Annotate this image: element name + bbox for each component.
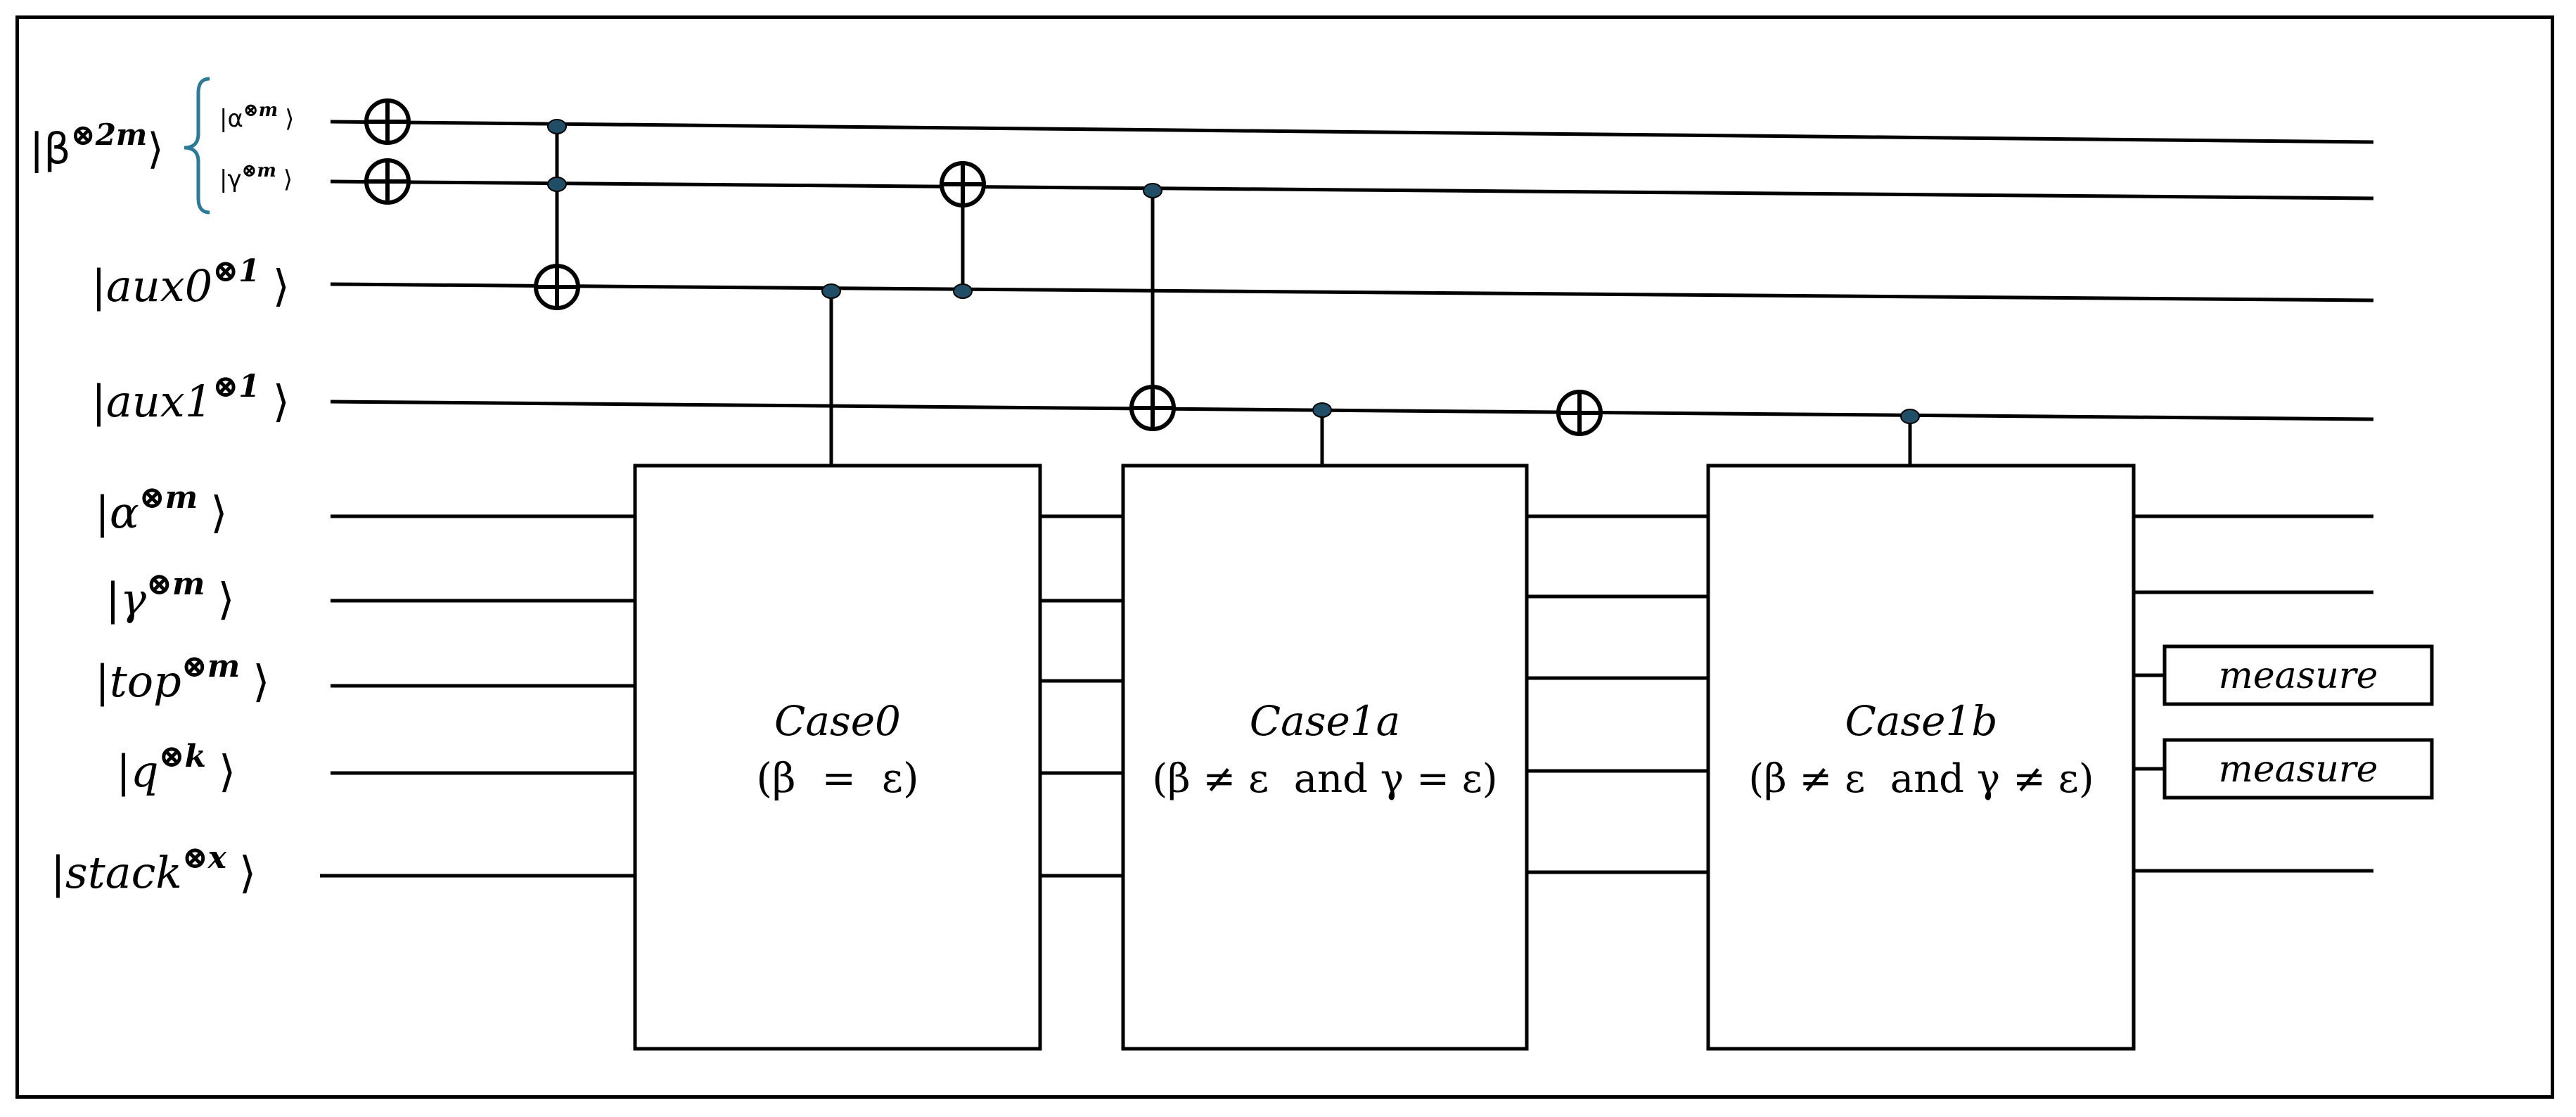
label-gamma: |γ⊗m⟩	[105, 566, 235, 625]
label-q: |q⊗k⟩	[116, 739, 236, 797]
control-dot-toffoli-gamma	[547, 177, 567, 192]
measure-box-q	[2162, 738, 2434, 800]
label-aux1: |aux1⊗1⟩	[91, 369, 290, 427]
measure-boxes	[2162, 644, 2434, 800]
measure-box-top	[2162, 644, 2434, 706]
box-case1b-condition: (β ≠ ε and γ ≠ ε)	[1748, 756, 2094, 802]
label-sub-alpha: |α⊗m⟩	[219, 100, 294, 133]
control-dot-toffoli-alpha	[547, 119, 567, 134]
measure-label-top: measure	[2219, 655, 2378, 697]
x-gate-alpha	[364, 98, 411, 145]
box-case1b	[1706, 464, 2136, 1051]
box-case0	[633, 464, 1042, 1051]
box-case1a	[1121, 464, 1529, 1051]
control-dot-gamma-to-aux1	[1143, 183, 1162, 198]
x-gate-gamma	[364, 158, 411, 205]
register-brace	[184, 77, 210, 215]
label-beta-register: |β⊗2m⟩	[30, 117, 164, 174]
box-case1a-title: Case1a	[1250, 697, 1401, 745]
wire-aux0	[330, 282, 2374, 302]
x-gate-aux1	[1556, 390, 1603, 436]
control-dot-aux0-to-gamma	[953, 283, 973, 299]
control-dot-case0-aux0	[821, 283, 841, 299]
control-dot-case1b-aux1	[1900, 409, 1920, 424]
wires	[320, 120, 2374, 878]
cnot-target-aux1-first	[1129, 385, 1176, 431]
label-aux0: |aux0⊗1⟩	[91, 253, 290, 312]
wire-gamma-sub	[330, 179, 2374, 200]
wire-alpha-sub	[330, 120, 2374, 144]
measure-label-q: measure	[2219, 748, 2378, 791]
label-top: |top⊗m⟩	[95, 649, 269, 707]
control-dots	[547, 119, 1920, 424]
toffoli-target-aux0	[534, 264, 580, 310]
x-gates	[364, 98, 1603, 436]
box-case1b-title: Case1b	[1845, 697, 1997, 745]
label-alpha: |α⊗m⟩	[95, 480, 227, 538]
case-boxes	[633, 464, 2136, 1051]
wire-aux1	[330, 400, 2374, 421]
cnot-target-gamma	[940, 161, 986, 208]
control-dot-case1a-aux1	[1312, 402, 1332, 418]
box-case0-title: Case0	[774, 697, 901, 745]
label-stack: |stack⊗x⟩	[51, 840, 256, 898]
label-sub-gamma: |γ⊗m⟩	[219, 160, 293, 193]
box-case1a-condition: (β ≠ ε and γ = ε)	[1152, 756, 1497, 802]
box-case0-condition: (β = ε)	[756, 754, 918, 802]
